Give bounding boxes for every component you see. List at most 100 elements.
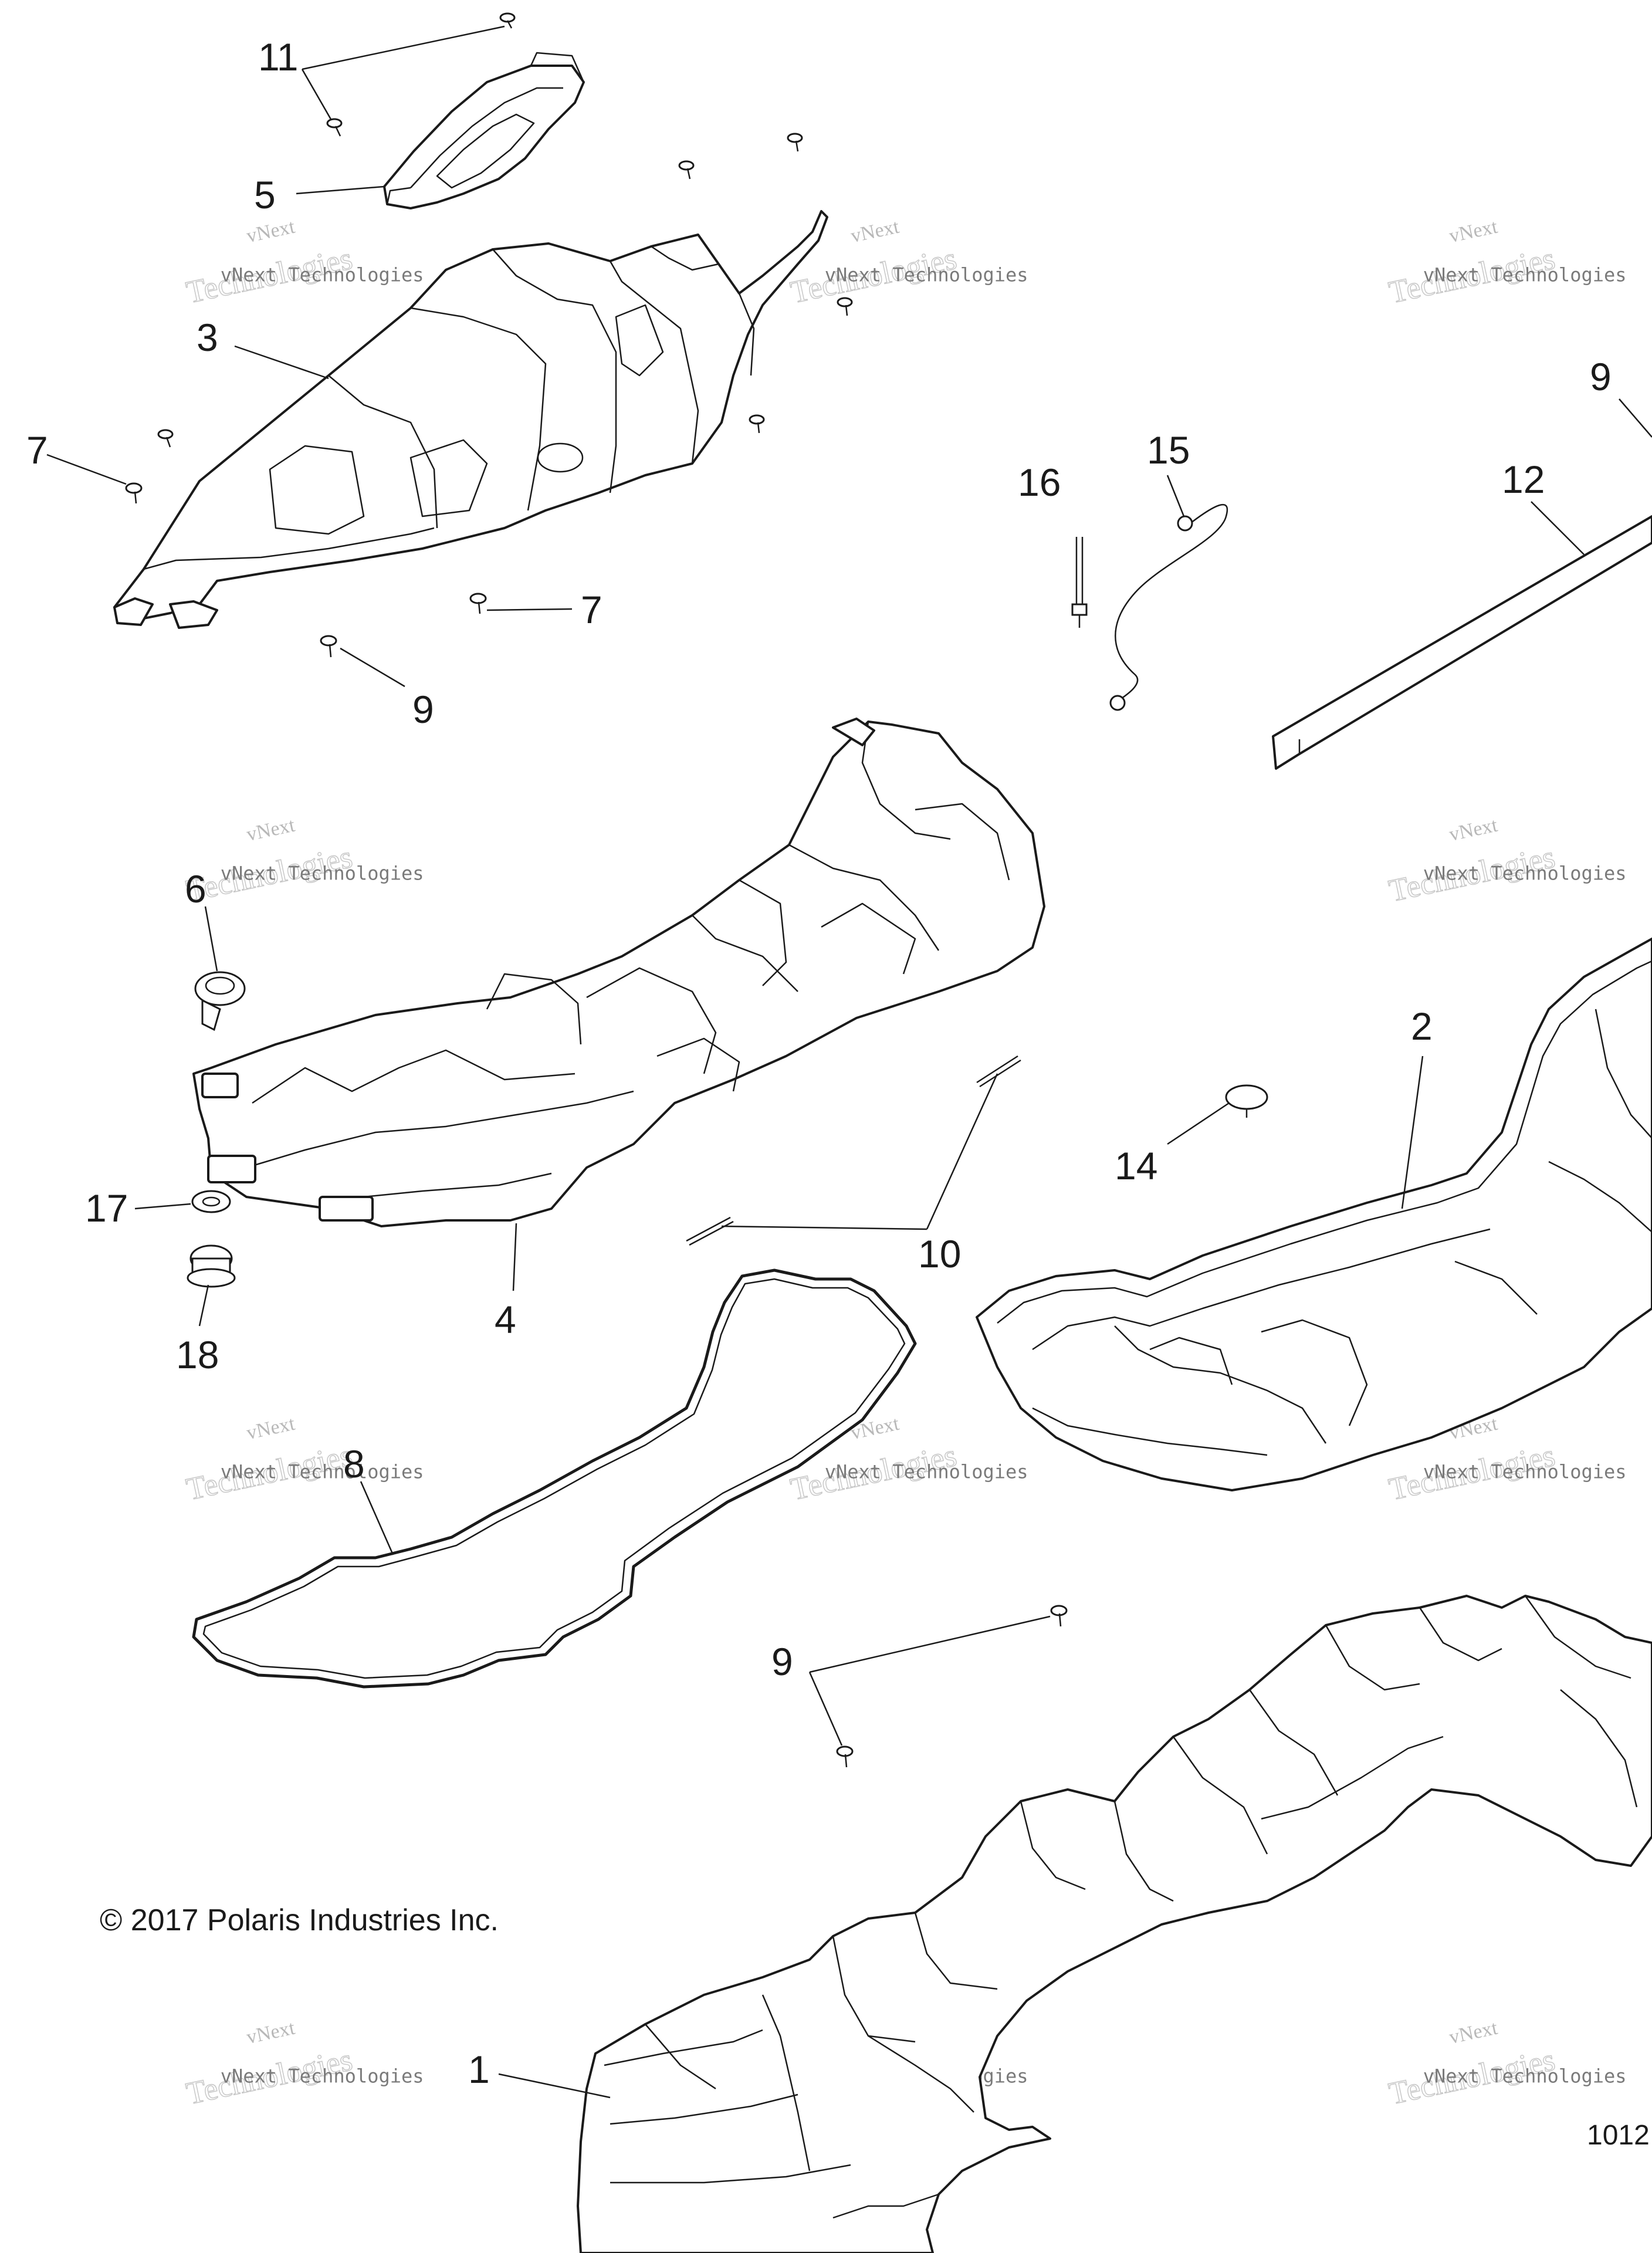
callout-15: 15 [1147, 428, 1190, 472]
watermark-line1: vNext [1447, 2017, 1500, 2049]
part-1-body [577, 1595, 1652, 2253]
callout-4: 4 [495, 1298, 516, 1341]
part-9-fastener-hood [320, 635, 337, 658]
leader-4 [512, 1223, 517, 1291]
leader-9c-a [809, 1615, 1051, 1673]
leader-8 [360, 1481, 394, 1555]
callout-1: 1 [468, 2048, 490, 2091]
leader-11a [302, 25, 505, 70]
watermark-line3: vNext Technologies [1423, 1461, 1627, 1483]
fastener-hood-d [749, 414, 765, 434]
part-2-storage-tub [976, 938, 1652, 1491]
leader-14 [1167, 1102, 1230, 1145]
callout-6: 6 [185, 867, 206, 911]
part-11-screw-left [326, 118, 343, 137]
callout-12: 12 [1502, 458, 1545, 501]
watermark-line1: vNext [1447, 814, 1500, 846]
watermark-line1: vNext [1447, 216, 1500, 248]
part-7-fastener-left [125, 482, 143, 504]
watermark-line3: vNext Technologies [221, 264, 424, 286]
part-17-washer [191, 1190, 231, 1213]
callout-3: 3 [197, 316, 218, 359]
copyright-notice: © 2017 Polaris Industries Inc. [100, 1903, 499, 1937]
watermark-line3: vNext Technologies [1423, 2065, 1627, 2088]
part-6-latch [194, 971, 246, 1031]
watermark-line3: vNext Technologies [825, 264, 1028, 286]
leader-1 [498, 2073, 611, 2099]
callout-9c: 9 [771, 1640, 793, 1683]
fastener-hood-c [837, 297, 853, 316]
figure-number: 1012 [1587, 2120, 1650, 2151]
callout-16: 16 [1018, 461, 1061, 504]
watermark-line1: vNext [245, 814, 297, 846]
leader-9c-b [808, 1672, 843, 1746]
part-14-plug [1225, 1084, 1268, 1118]
leader-12 [1531, 501, 1585, 555]
leader-11b [301, 69, 333, 121]
watermark-line3: vNext Technologies [221, 1461, 424, 1483]
part-15-cable [1109, 503, 1228, 711]
part-8-seal [192, 1268, 917, 1689]
watermark-line1: vNext [849, 216, 902, 248]
callout-2: 2 [1411, 1004, 1433, 1048]
watermark-line3: vNext Technologies [1423, 264, 1627, 286]
fastener-hood-b [678, 160, 695, 180]
callout-10: 10 [918, 1232, 961, 1276]
watermark-line3: vNext Technologies [1423, 862, 1627, 885]
watermark-line1: vNext [245, 216, 297, 248]
part-7-fastener-right [469, 593, 487, 614]
leader-18 [198, 1284, 209, 1327]
leader-6 [204, 906, 218, 972]
part-18-grommet [187, 1244, 236, 1288]
callout-18: 18 [176, 1333, 219, 1376]
fastener-hood-a [787, 133, 803, 152]
watermark-line3: vNext Technologies [221, 862, 424, 885]
fastener-hood-e [157, 429, 174, 448]
leader-3 [234, 345, 329, 380]
part-16-pin [1071, 537, 1088, 628]
callout-11: 11 [258, 35, 299, 79]
callout-9b: 9 [1590, 355, 1612, 398]
part-10-pin-upper [976, 1055, 1021, 1088]
callout-8: 8 [343, 1442, 365, 1486]
leader-7b [486, 608, 573, 611]
leader-5 [296, 185, 385, 195]
part-11-screw-top [499, 12, 516, 29]
callout-7a: 7 [26, 428, 48, 472]
leader-9b [1619, 398, 1652, 438]
leader-17 [134, 1203, 191, 1210]
watermark-line1: vNext [245, 2017, 297, 2049]
part-12-bar [1272, 515, 1652, 770]
leader-2 [1401, 1056, 1424, 1209]
callout-9a: 9 [412, 688, 434, 731]
watermark-line1: vNext [849, 1413, 902, 1445]
watermark-line3: vNext Technologies [221, 2065, 424, 2088]
part-9-fastener-lower-b [836, 1745, 854, 1768]
callout-17: 17 [85, 1186, 128, 1230]
part-5-bracket [383, 52, 585, 209]
leader-9a [340, 647, 405, 688]
leader-10a [926, 1073, 998, 1230]
leader-15 [1166, 475, 1185, 517]
part-4-floor-panel [192, 718, 1045, 1227]
part-10-pin-lower [686, 1216, 734, 1246]
callout-7b: 7 [581, 588, 602, 631]
leader-7a [46, 454, 127, 485]
part-3-front-hood [113, 210, 828, 629]
part-9-fastener-lower-a [1050, 1605, 1068, 1627]
watermark-line3: vNext Technologies [825, 1461, 1028, 1483]
callout-14: 14 [1115, 1144, 1157, 1188]
leader-10b [721, 1225, 927, 1230]
watermark-line1: vNext [245, 1413, 297, 1445]
callout-5: 5 [254, 173, 276, 216]
